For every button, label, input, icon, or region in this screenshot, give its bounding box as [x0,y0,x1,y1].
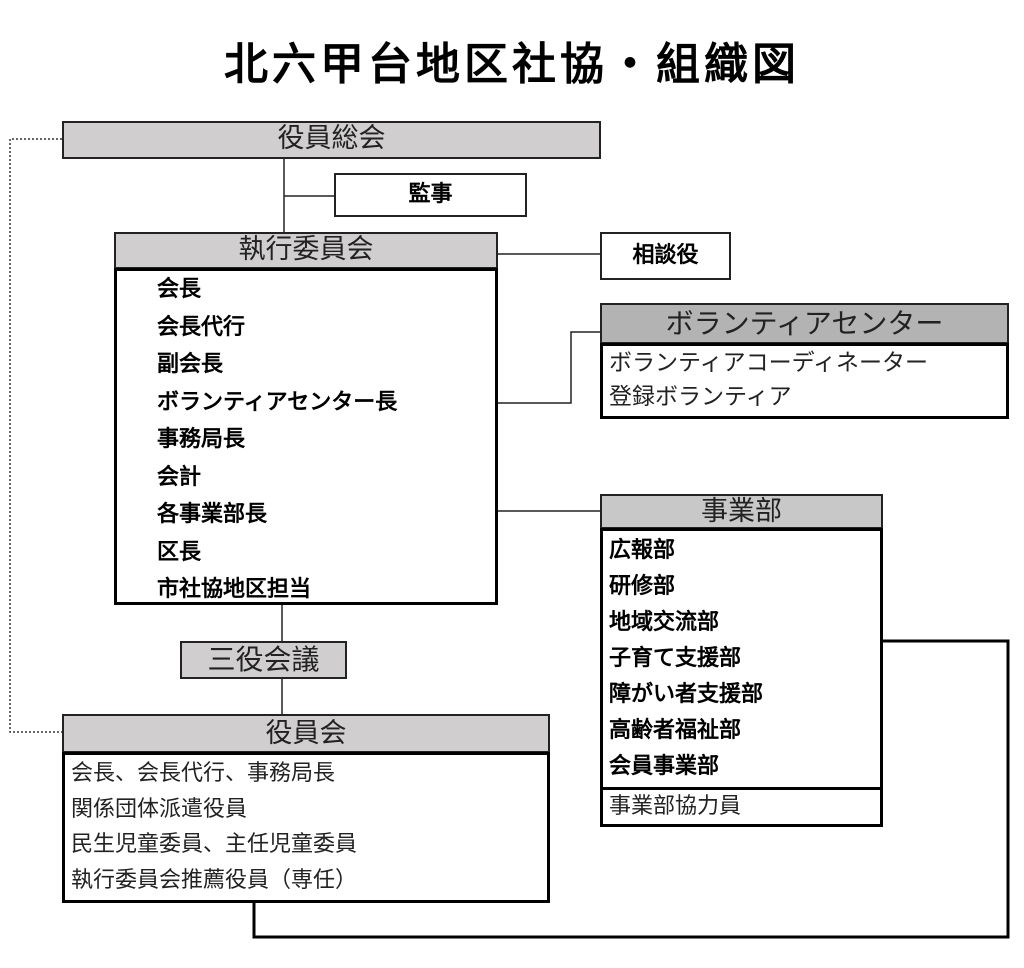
exec-member: 各事業部長 [157,502,268,527]
board-member: 関係団体派遣役員 [71,796,248,822]
exec-member: 市社協地区担当 [157,577,312,602]
exec-member: ボランティアセンター長 [157,389,398,415]
volunteer-center-label: ボランティアセンター [665,307,944,340]
departments-members: 広報部 研修部 地域交流部 子育て支援部 障がい者支援部 高齢者福祉部 会員事業… [600,528,883,790]
exec-member: 副会長 [157,352,224,377]
advisor-box: 相談役 [600,232,731,280]
general-assembly-header: 役員総会 [62,121,601,159]
department-cooperators-box: 事業部協力員 [600,787,883,827]
executive-committee-header: 執行委員会 [114,232,498,269]
exec-member: 会長代行 [157,314,246,340]
exec-member: 会長 [157,277,202,302]
department-item: 障がい者支援部 [609,682,764,707]
volunteer-member: 登録ボランティア [609,384,792,410]
board-of-officers-header: 役員会 [62,714,550,753]
advisor-label: 相談役 [632,243,699,268]
exec-member: 会計 [157,464,202,490]
department-item: 研修部 [609,574,676,599]
auditor-label: 監事 [408,182,453,207]
board-member: 執行委員会推薦役員（専任） [71,867,358,893]
board-member: 会長、会長代行、事務局長 [71,761,336,786]
board-member: 民生児童委員、主任児童委員 [71,832,358,857]
exec-member: 事務局長 [157,427,246,452]
board-of-officers-members: 会長、会長代行、事務局長 関係団体派遣役員 民生児童委員、主任児童委員 執行委員… [62,752,550,903]
three-officers-meeting-label: 三役会議 [207,643,320,676]
volunteer-connector [483,331,600,404]
three-officers-meeting-box: 三役会議 [180,641,347,679]
page-title: 北六甲台地区社協・組織図 [224,39,800,90]
department-cooperators-label: 事業部協力員 [609,794,742,819]
volunteer-center-header: ボランティアセンター [600,303,1009,344]
department-item: 地域交流部 [609,610,720,635]
board-of-officers-label: 役員会 [265,718,347,749]
general-assembly-label: 役員総会 [277,123,386,154]
exec-member: 区長 [157,539,202,565]
executive-committee-members: 会長 会長代行 副会長 ボランティアセンター長 事務局長 会計 各事業部長 区長… [114,268,498,605]
volunteer-center-members: ボランティアコーディネーター 登録ボランティア [600,343,1009,419]
volunteer-member: ボランティアコーディネーター [609,350,929,376]
executive-committee-label: 執行委員会 [238,234,374,265]
board-departments-connector [252,639,1010,939]
auditor-box: 監事 [334,173,527,217]
departments-header: 事業部 [600,494,883,529]
departments-label: 事業部 [701,496,782,527]
department-item: 高齢者福祉部 [609,718,742,743]
department-item: 会員事業部 [609,754,720,779]
department-item: 子育て支援部 [609,646,742,671]
department-item: 広報部 [609,538,676,563]
dotted-connector [9,138,62,733]
